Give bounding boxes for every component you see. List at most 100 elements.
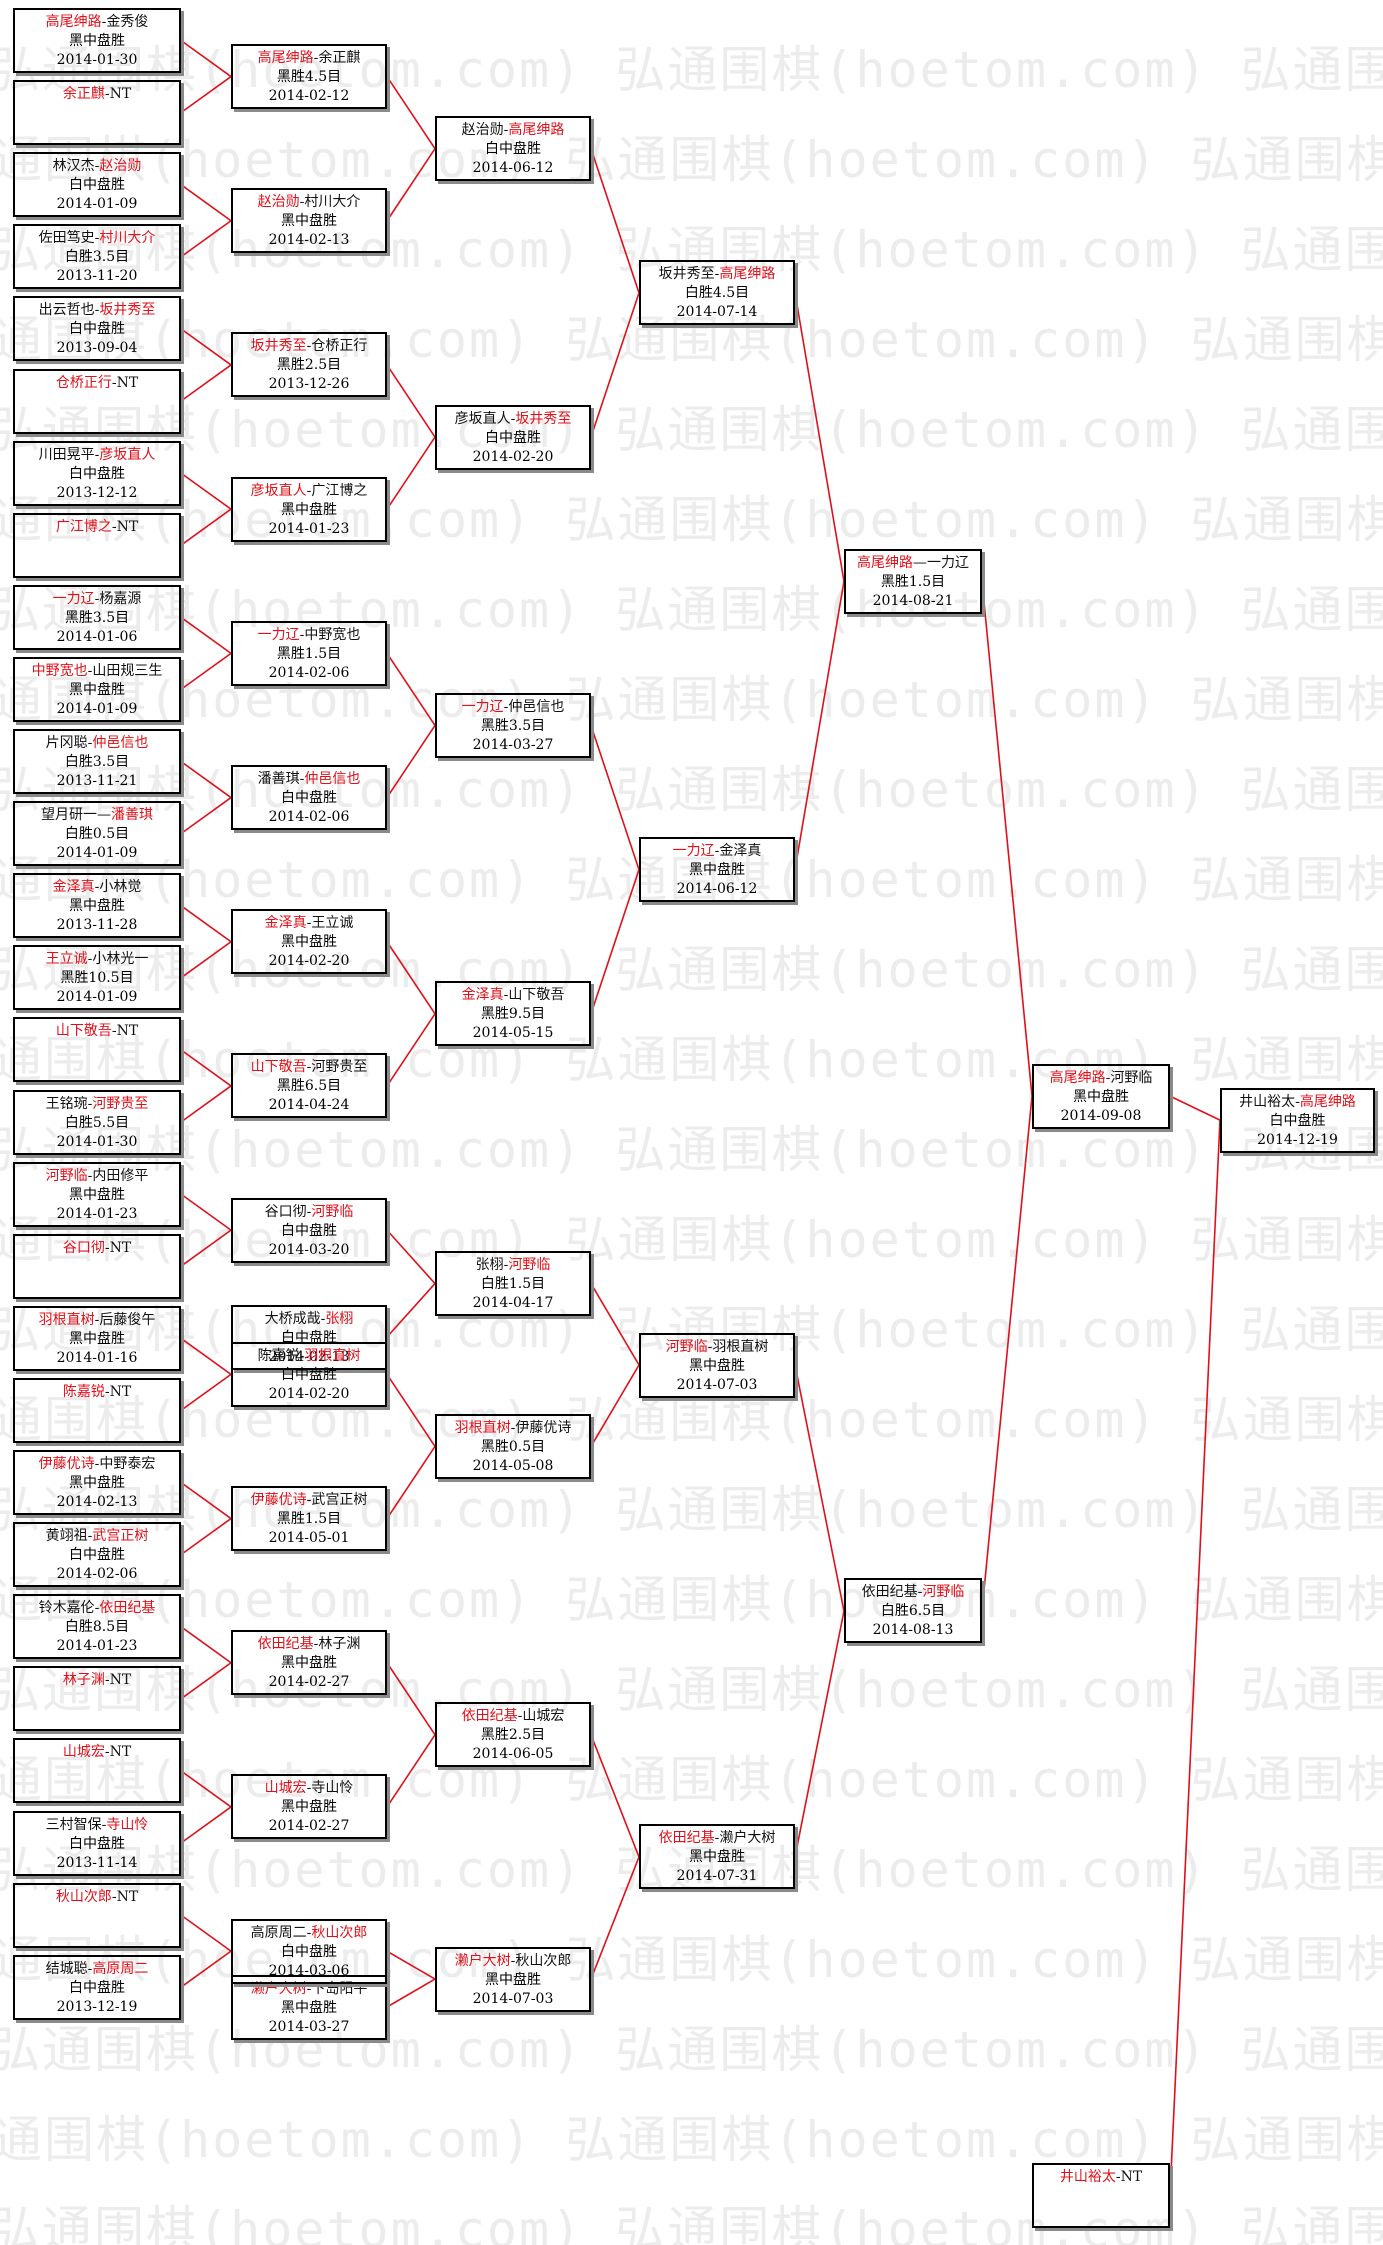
match-players: 陈嘉锐-NT (15, 1383, 179, 1402)
match-result: 黑中盘胜 (281, 213, 337, 230)
winner-name: 伊藤优诗 (250, 1492, 307, 1509)
name-separator: - (1105, 1069, 1111, 1086)
bracket-connector (180, 616, 232, 654)
match-date: 2014-01-23 (56, 1205, 138, 1222)
match-date: 2014-01-06 (56, 628, 138, 645)
name-separator: - (320, 1310, 326, 1327)
watermark-text: 弘通围棋(hoetom.com) 弘通围棋(hoetom.com) 弘通围棋(h… (0, 581, 1383, 639)
winner-name: 一力辽 (52, 590, 95, 607)
match-result: 黑胜3.5目 (64, 609, 130, 626)
loser-name: 林汉杰 (52, 158, 95, 175)
name-separator: — (913, 554, 927, 571)
loser-name: 黄翊祖 (45, 1528, 88, 1545)
winner-name: 寺山怜 (106, 1816, 149, 1833)
winner-name: 武宫正树 (92, 1528, 149, 1545)
match-date: 2014-01-16 (56, 1349, 138, 1366)
loser-name: 山城宏 (522, 1708, 565, 1725)
loser-name: 结城聪 (45, 1960, 88, 1977)
loser-name: 下岛阳平 (311, 1980, 368, 1997)
watermark-text: 弘通围棋(hoetom.com) 弘通围棋(hoetom.com) 弘通围棋(h… (0, 2021, 1383, 2079)
winner-name: 濑户大树 (250, 1980, 307, 1997)
bracket-connector (794, 292, 845, 582)
name-separator: - (510, 410, 516, 427)
match-result: 白胜1.5目 (480, 1276, 546, 1293)
match-result: 白胜5.5目 (64, 1114, 130, 1131)
name-separator: - (306, 1780, 312, 1797)
bracket-connector (386, 1978, 436, 2008)
match-result: 黑胜4.5目 (276, 69, 342, 86)
match-players: 山下敬吾-河野贵至 (233, 1058, 385, 1077)
watermark-text: 弘通围棋(hoetom.com) 弘通围棋(hoetom.com) 弘通围棋(h… (0, 221, 1383, 279)
bracket-connector (386, 364, 436, 438)
winner-name: 张栩 (325, 1310, 354, 1327)
match-result: 黑中盘胜 (69, 1186, 125, 1203)
match-players: 山城宏-NT (15, 1743, 179, 1762)
loser-name: 赵治勋 (461, 122, 504, 139)
loser-name: 望月研一 (41, 807, 97, 824)
name-separator: - (299, 626, 305, 643)
watermark-text: 弘通围棋(hoetom.com) 弘通围棋(hoetom.com) 弘通围棋(h… (0, 41, 1383, 99)
match-box: 山下敬吾-河野贵至黑胜6.5目 2014-04-24 (231, 1053, 387, 1119)
match-players: 濑户大树-秋山次郎 (437, 1952, 589, 1971)
name-separator: - (101, 1816, 107, 1833)
winner-name: 河野临 (508, 1257, 551, 1274)
loser-name: 杨嘉源 (99, 590, 142, 607)
loser-name: 内田修平 (92, 1167, 149, 1184)
match-result: 黑胜1.5目 (880, 573, 946, 590)
match-players: 张栩-河野临 (437, 1256, 589, 1275)
match-date: 2014-01-09 (56, 700, 138, 717)
loser-name: 林子渊 (318, 1636, 361, 1653)
watermark-text: 弘通围棋(hoetom.com) 弘通围棋(hoetom.com) 弘通围棋(h… (0, 1391, 1383, 1449)
match-players: 彦坂直人-广江博之 (233, 482, 385, 501)
match-date: 2014-04-24 (268, 1097, 350, 1114)
match-box: 林子渊-NT (13, 1666, 181, 1732)
match-result: 黑中盘胜 (281, 1799, 337, 1816)
loser-name: 濑户大树 (719, 1830, 776, 1847)
match-date: 2014-07-03 (676, 1376, 758, 1393)
name-separator: - (104, 1744, 110, 1761)
name-separator: - (306, 915, 312, 932)
winner-name: 坂井秀至 (250, 338, 307, 355)
winner-name: 伊藤优诗 (38, 1456, 95, 1472)
match-result: 黑胜2.5目 (480, 1727, 546, 1744)
bracket-connector (386, 1013, 436, 1087)
name-separator: - (94, 446, 100, 463)
loser-name: 小林光一 (92, 951, 149, 968)
match-result: 黑胜6.5目 (276, 1078, 342, 1095)
name-separator: - (510, 1952, 516, 1969)
winner-name: 依田纪基 (99, 1600, 156, 1617)
name-separator: - (94, 1456, 100, 1472)
name-separator: - (1115, 2168, 1121, 2185)
loser-name: 仓桥正行 (311, 338, 368, 355)
match-players: 林子渊-NT (15, 1671, 179, 1690)
name-separator: - (306, 1059, 312, 1076)
match-players: 山城宏-寺山怜 (233, 1779, 385, 1798)
bracket-connector (180, 75, 232, 114)
winner-name: 赵治勋 (257, 194, 300, 211)
match-players: 濑户大树-下岛阳平 (233, 1980, 385, 1999)
match-result: 黑中盘胜 (69, 33, 125, 49)
name-separator: - (313, 50, 319, 67)
match-players: 依田纪基-河野临 (846, 1583, 980, 1602)
match-result: 黑胜1.5目 (276, 1511, 342, 1528)
name-separator: - (104, 1383, 110, 1400)
watermark-text: 弘通围棋(hoetom.com) 弘通围棋(hoetom.com) 弘通围棋(h… (0, 401, 1383, 459)
match-players: 羽根直树-伊藤优诗 (437, 1419, 589, 1438)
match-date: 2014-02-13 (56, 1494, 138, 1510)
winner-name: 谷口彻 (62, 1239, 105, 1256)
winner-name: 潘善琪 (111, 807, 153, 824)
